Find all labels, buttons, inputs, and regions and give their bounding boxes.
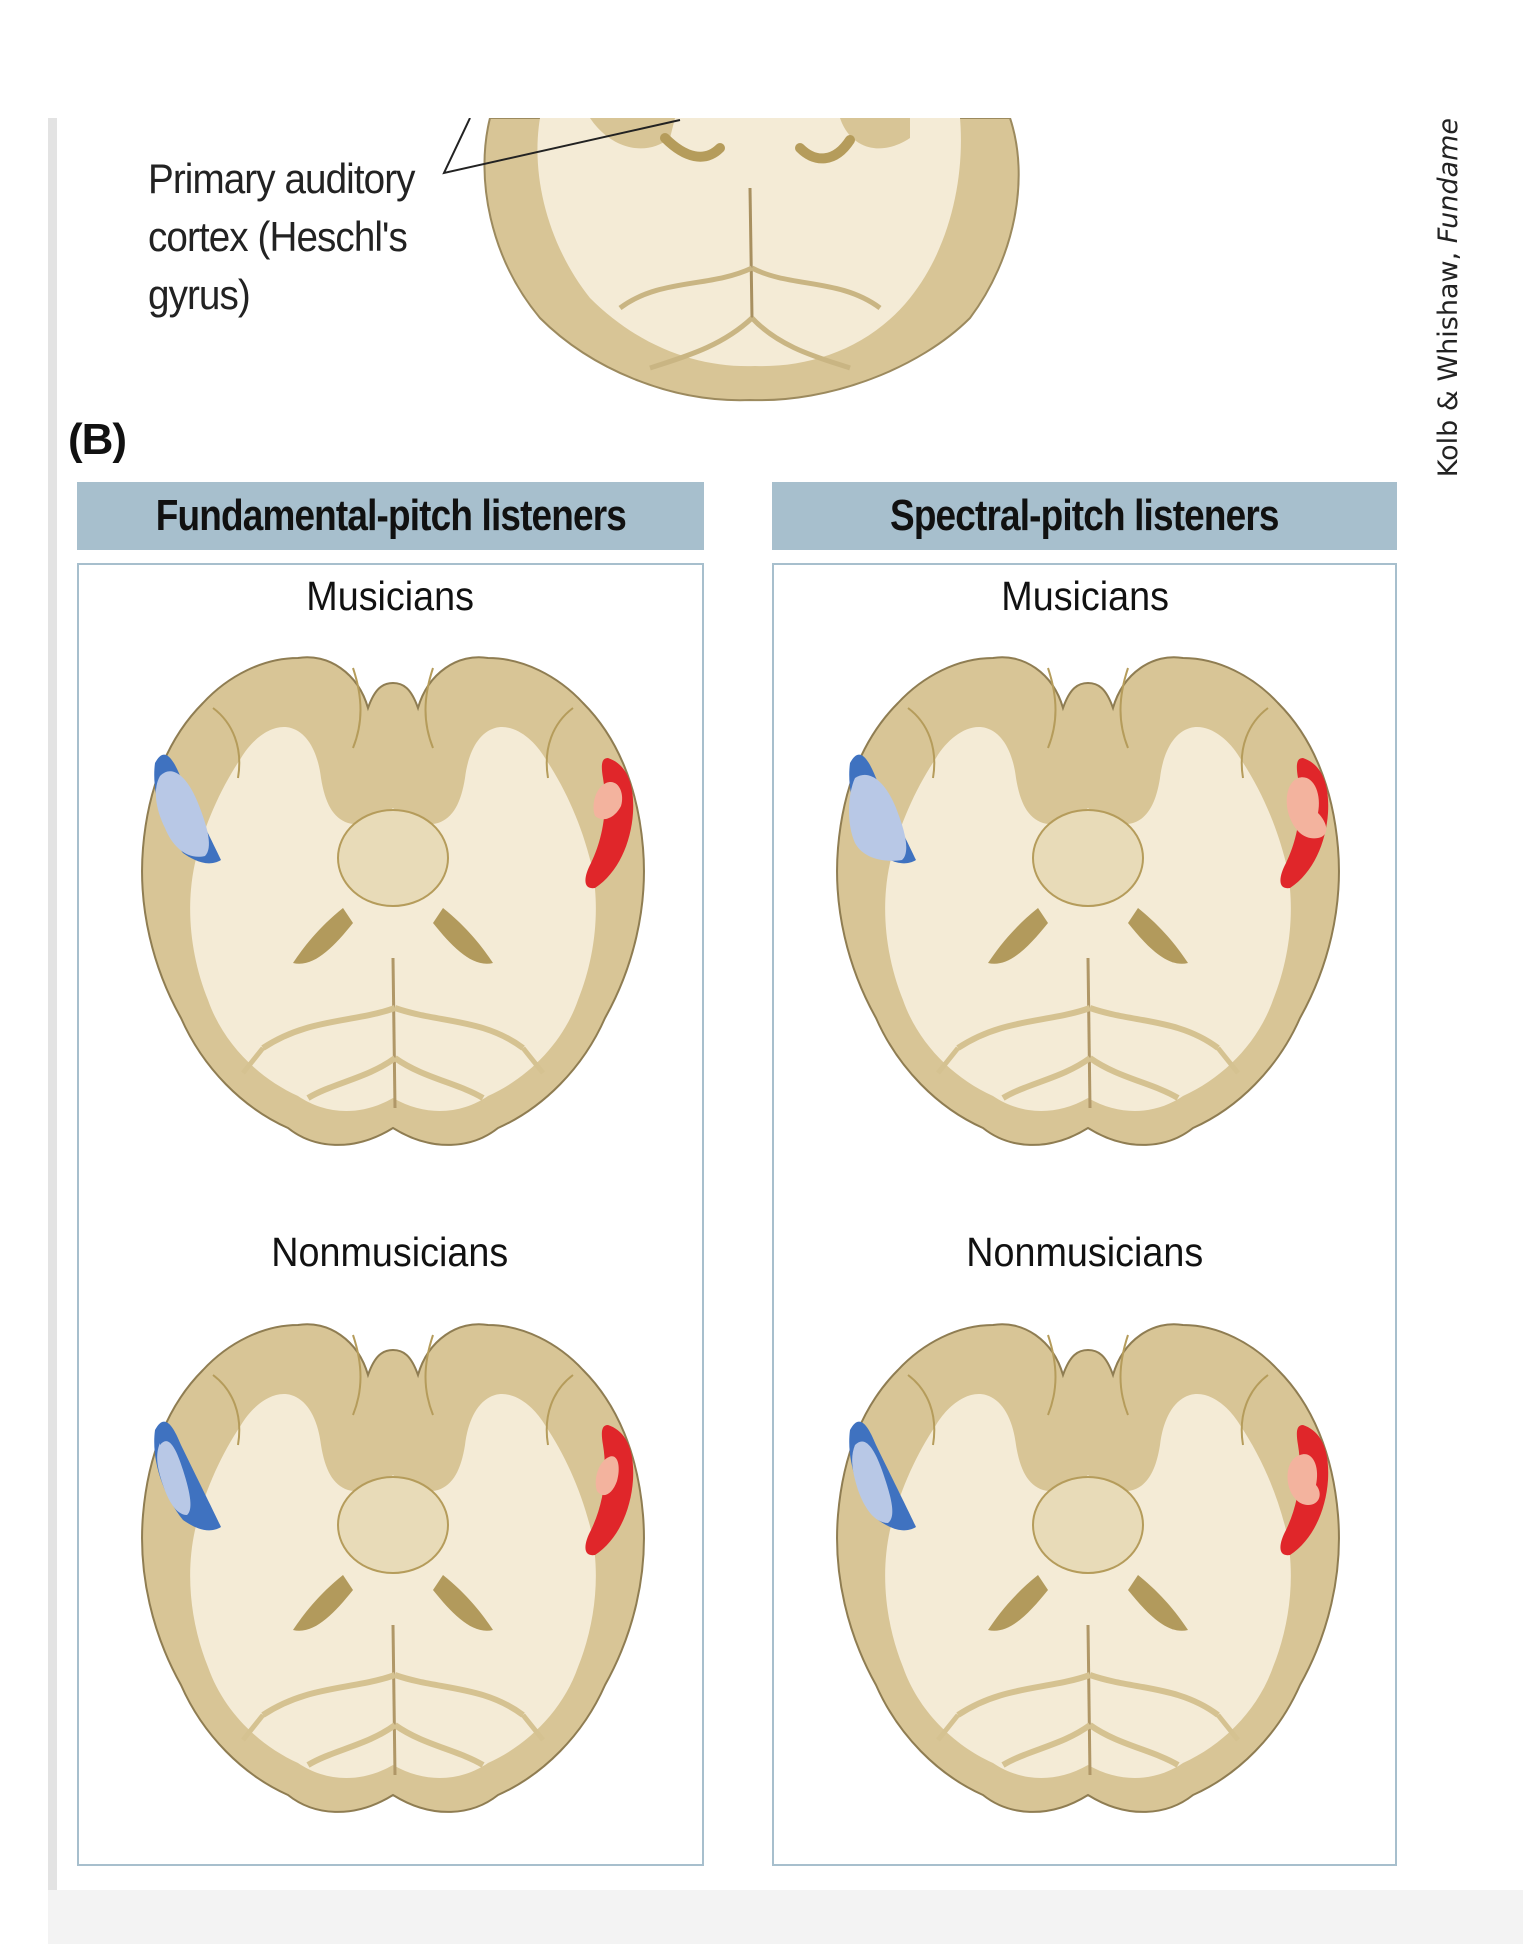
column-box-fundamental [77, 563, 704, 1866]
credit-text: Kolb & Whishaw, Fundame [1433, 118, 1464, 477]
callout-line: cortex (Heschl's [148, 213, 408, 260]
panel-b-label: (B) [68, 415, 127, 464]
callout-line: Primary auditory [148, 155, 416, 202]
callout-line: gyrus) [148, 271, 251, 318]
brain-fundamental-musicians [113, 628, 673, 1168]
column-box-spectral [772, 563, 1397, 1866]
row-label-nonmusicians: Nonmusicians [271, 1229, 509, 1275]
column-header-spectral: Spectral-pitch listeners [772, 482, 1397, 550]
left-margin-rule [48, 118, 57, 1944]
brain-section-svg [836, 1323, 1340, 1813]
row-label-nonmusicians: Nonmusicians [966, 1229, 1204, 1275]
side-credit: Kolb & Whishaw, Fundame [1418, 118, 1478, 518]
brain-spectral-musicians [808, 628, 1368, 1168]
callout-leader-lines [442, 118, 681, 175]
brain-section-svg [141, 656, 645, 1146]
row-label-musicians: Musicians [306, 573, 474, 619]
brain-fundamental-nonmusicians [113, 1295, 673, 1835]
column-header-fundamental: Fundamental-pitch listeners [77, 482, 704, 550]
row-label-musicians: Musicians [1001, 573, 1169, 619]
column-header-text: Fundamental-pitch listeners [155, 491, 626, 540]
brain-section-svg [141, 1323, 645, 1813]
callout-primary-auditory-cortex: Primary auditory cortex (Heschl's gyrus) [148, 150, 452, 324]
column-header-text: Spectral-pitch listeners [890, 491, 1279, 540]
credit-title: Fundame [1432, 118, 1464, 244]
brain-section-svg [836, 656, 1340, 1146]
brain-spectral-nonmusicians [808, 1295, 1368, 1835]
credit-authors: Kolb & Whishaw, [1432, 243, 1464, 478]
bottom-band [48, 1890, 1523, 1944]
